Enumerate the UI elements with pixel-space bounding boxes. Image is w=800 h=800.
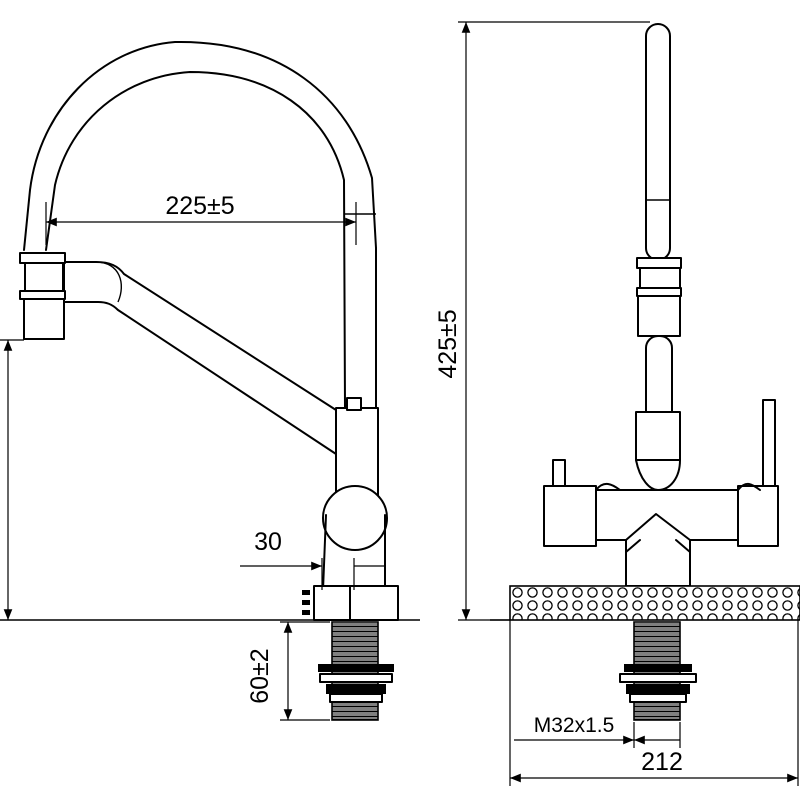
mounting-nut-front (619, 664, 697, 703)
dimension-thread-length: 60±2 (246, 621, 330, 721)
base-offset-label: 30 (254, 528, 282, 556)
base-width-label: 212 (641, 748, 683, 776)
dimension-thread-spec: M32x1.5 (514, 714, 681, 748)
hose-arc (23, 40, 377, 251)
hose-connector (636, 257, 682, 337)
side-view (0, 40, 420, 721)
spray-head-upper (645, 23, 671, 261)
set-screw (302, 590, 310, 615)
thread-length-label: 60±2 (246, 648, 274, 703)
dimension-base-offset: 30 (240, 528, 386, 590)
total-height-label: 425±5 (434, 309, 462, 378)
front-view (490, 23, 800, 721)
handle-knob (322, 485, 388, 551)
dimension-total-height: 425±5 (434, 21, 650, 621)
faucet-body-front (543, 483, 779, 587)
spout-reach-label: 225±5 (165, 192, 234, 220)
swivel-collar (635, 411, 681, 461)
faucet-body-side (335, 407, 379, 499)
dimension-spout-reach: 225±5 (45, 192, 357, 245)
worktop-section (509, 585, 800, 621)
spout-arm (63, 261, 337, 455)
filtered-water-pin (762, 399, 776, 489)
thread-spec-label: M32x1.5 (534, 714, 615, 737)
mounting-nut-side (318, 664, 394, 703)
dimension-base-width: 212 (509, 620, 799, 786)
aerator (19, 252, 66, 340)
dimension-spout-height (0, 339, 24, 620)
base-plate-side (313, 585, 399, 621)
